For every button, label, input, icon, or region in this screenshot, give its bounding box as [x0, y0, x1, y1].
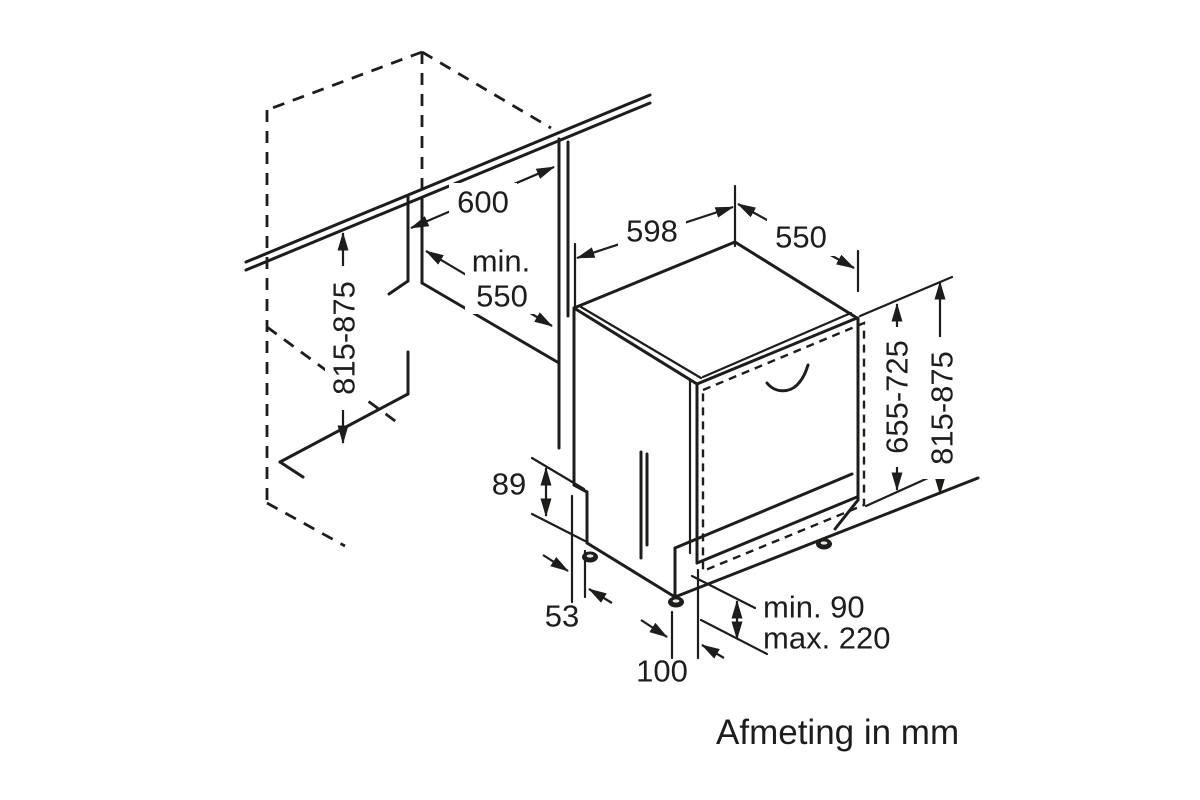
svg-text:89: 89: [492, 467, 526, 502]
dim-appliance-height-label: 815-875: [923, 337, 961, 479]
foot-front: [668, 596, 684, 608]
extension-lines: [530, 184, 954, 660]
niche-volume-dashed-outline: [265, 50, 552, 548]
dishwasher-door-panel-dashed: [701, 321, 866, 573]
label-backdrop: [767, 218, 835, 256]
label-backdrop: [325, 266, 363, 410]
dim-plinth-clearance-labels: min. 90 max. 220: [763, 590, 891, 656]
door-handle-icon: [765, 363, 810, 393]
adjustable-feet: [582, 538, 832, 608]
dim-appliance-width-label: 598: [618, 212, 686, 250]
dishwasher-body: [572, 240, 980, 599]
label-backdrop: [923, 337, 961, 479]
label-backdrop: [878, 327, 916, 467]
svg-text:550: 550: [476, 279, 528, 314]
dim-foot-side-arrow-right: [588, 588, 613, 604]
dim-foot-side-arrow-left: [542, 554, 569, 572]
label-backdrop: [449, 183, 517, 221]
svg-text:815-875: 815-875: [925, 351, 960, 465]
countertop: [244, 93, 652, 272]
foot-right: [816, 538, 832, 550]
svg-text:min. 90: min. 90: [763, 590, 865, 625]
svg-text:550: 550: [775, 220, 827, 255]
dim-door-height-label: 655-725: [878, 327, 916, 467]
dim-appliance-depth-label: 550: [767, 218, 835, 256]
label-backdrop: [465, 243, 539, 314]
svg-text:100: 100: [636, 654, 688, 689]
svg-text:600: 600: [457, 185, 509, 220]
svg-text:598: 598: [626, 214, 678, 249]
dimension-labels: 600 min. 550 815-875 598 550 655: [325, 183, 961, 689]
units-caption: Afmeting in mm: [716, 713, 959, 752]
dim-niche-height-label: 815-875: [325, 266, 363, 410]
svg-text:min.: min.: [472, 244, 531, 279]
svg-text:655-725: 655-725: [880, 340, 915, 454]
dim-foot-front-label: 100: [636, 654, 688, 689]
svg-text:53: 53: [545, 599, 579, 634]
label-backdrop: [618, 212, 686, 250]
svg-text:max. 220: max. 220: [763, 621, 891, 656]
dim-niche-width-label: 600: [449, 183, 517, 221]
svg-text:815-875: 815-875: [327, 281, 362, 395]
dim-base-notch-label: 89: [485, 465, 533, 503]
dim-foot-side-label: 53: [545, 599, 579, 634]
dim-niche-depth-label: min. 550: [465, 243, 539, 314]
dim-foot-front-arrow-left: [640, 619, 668, 638]
dim-foot-front-arrow-right: [701, 644, 725, 659]
label-backdrop: [485, 465, 533, 503]
